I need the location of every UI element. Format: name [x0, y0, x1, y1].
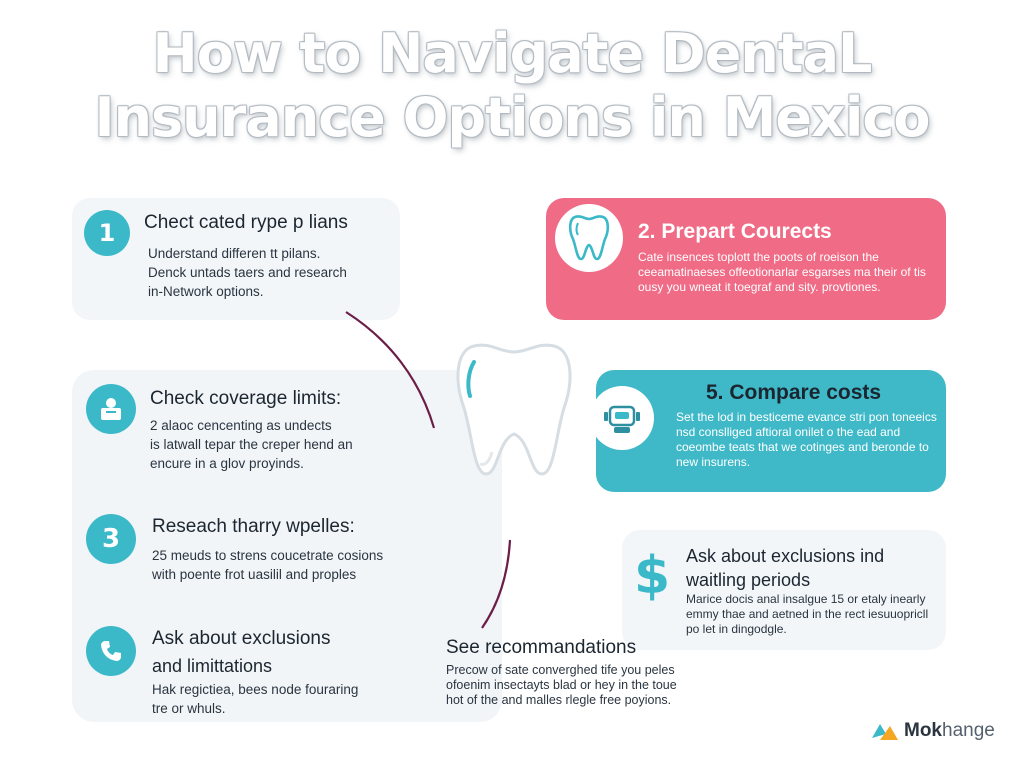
title-line-2: Insurance Options in Mexico: [94, 86, 931, 149]
exclusions-right-body: Marice docis anal insalgue 15 or etaly i…: [686, 592, 929, 636]
logo-mark-icon: [872, 724, 898, 740]
step-3-number: 3: [101, 524, 121, 554]
recommendations-body: Precow of sate converghed tife you peles…: [446, 663, 677, 707]
step-1-badge: 1: [84, 210, 130, 256]
phone-icon: [86, 626, 136, 676]
exclusions-left-body: Hak regictiea, bees node fouraring tre o…: [152, 682, 359, 716]
exclusions-right-heading-2: waitling periods: [686, 570, 811, 590]
title-line-1: How to Navigate DentaL: [152, 22, 873, 85]
step-1-number: 1: [98, 219, 116, 247]
tooth-icon: [555, 204, 623, 272]
card-5-heading: 5. Compare costs: [706, 381, 882, 404]
logo-text-light: hange: [942, 720, 995, 741]
card-exclusions-right-panel: [622, 530, 946, 650]
step-3-badge: 3: [86, 514, 136, 564]
card-5-body: Set the lod in besticeme evance stri pon…: [676, 410, 937, 469]
logo-text-bold: Mok: [904, 720, 942, 741]
logo-text: Mokhange: [904, 720, 995, 742]
coverage-limits-heading: Check coverage limits:: [150, 388, 342, 409]
card-2-heading: 2. Prepart Courects: [638, 220, 832, 243]
left-group-panel: [72, 370, 502, 722]
exclusions-right-heading-1: Ask about exclusions ind: [686, 546, 885, 566]
exclusions-left-heading-2: and limittations: [152, 656, 273, 676]
page-title: How to Navigate DentaL Insurance Options…: [0, 22, 1024, 150]
dollar-icon: $: [634, 546, 671, 606]
large-tooth-icon: [456, 343, 572, 476]
card-3-heading: Reseach tharry wpelles:: [152, 516, 355, 537]
card-1-body: Understand differen tt pilans. Denck unt…: [148, 246, 347, 299]
coverage-limits-body: 2 alaoc cencenting as undects is latwall…: [150, 418, 353, 471]
card-1-panel: [72, 198, 400, 320]
recommendations-heading: See recommandations: [446, 637, 637, 658]
robot-icon: [590, 386, 654, 450]
card-1-heading: Chect cated rype p lians: [144, 212, 348, 233]
clipboard-person-icon: [86, 384, 136, 434]
card-3-body: 25 meuds to strens coucetrate cosions wi…: [152, 548, 384, 582]
exclusions-left-heading-1: Ask about exclusions: [152, 628, 331, 649]
brand-logo: Mokhange: [870, 720, 995, 742]
card-2-body: Cate insences toplott the poots of roeis…: [638, 250, 926, 294]
card-5-panel: [596, 370, 946, 492]
